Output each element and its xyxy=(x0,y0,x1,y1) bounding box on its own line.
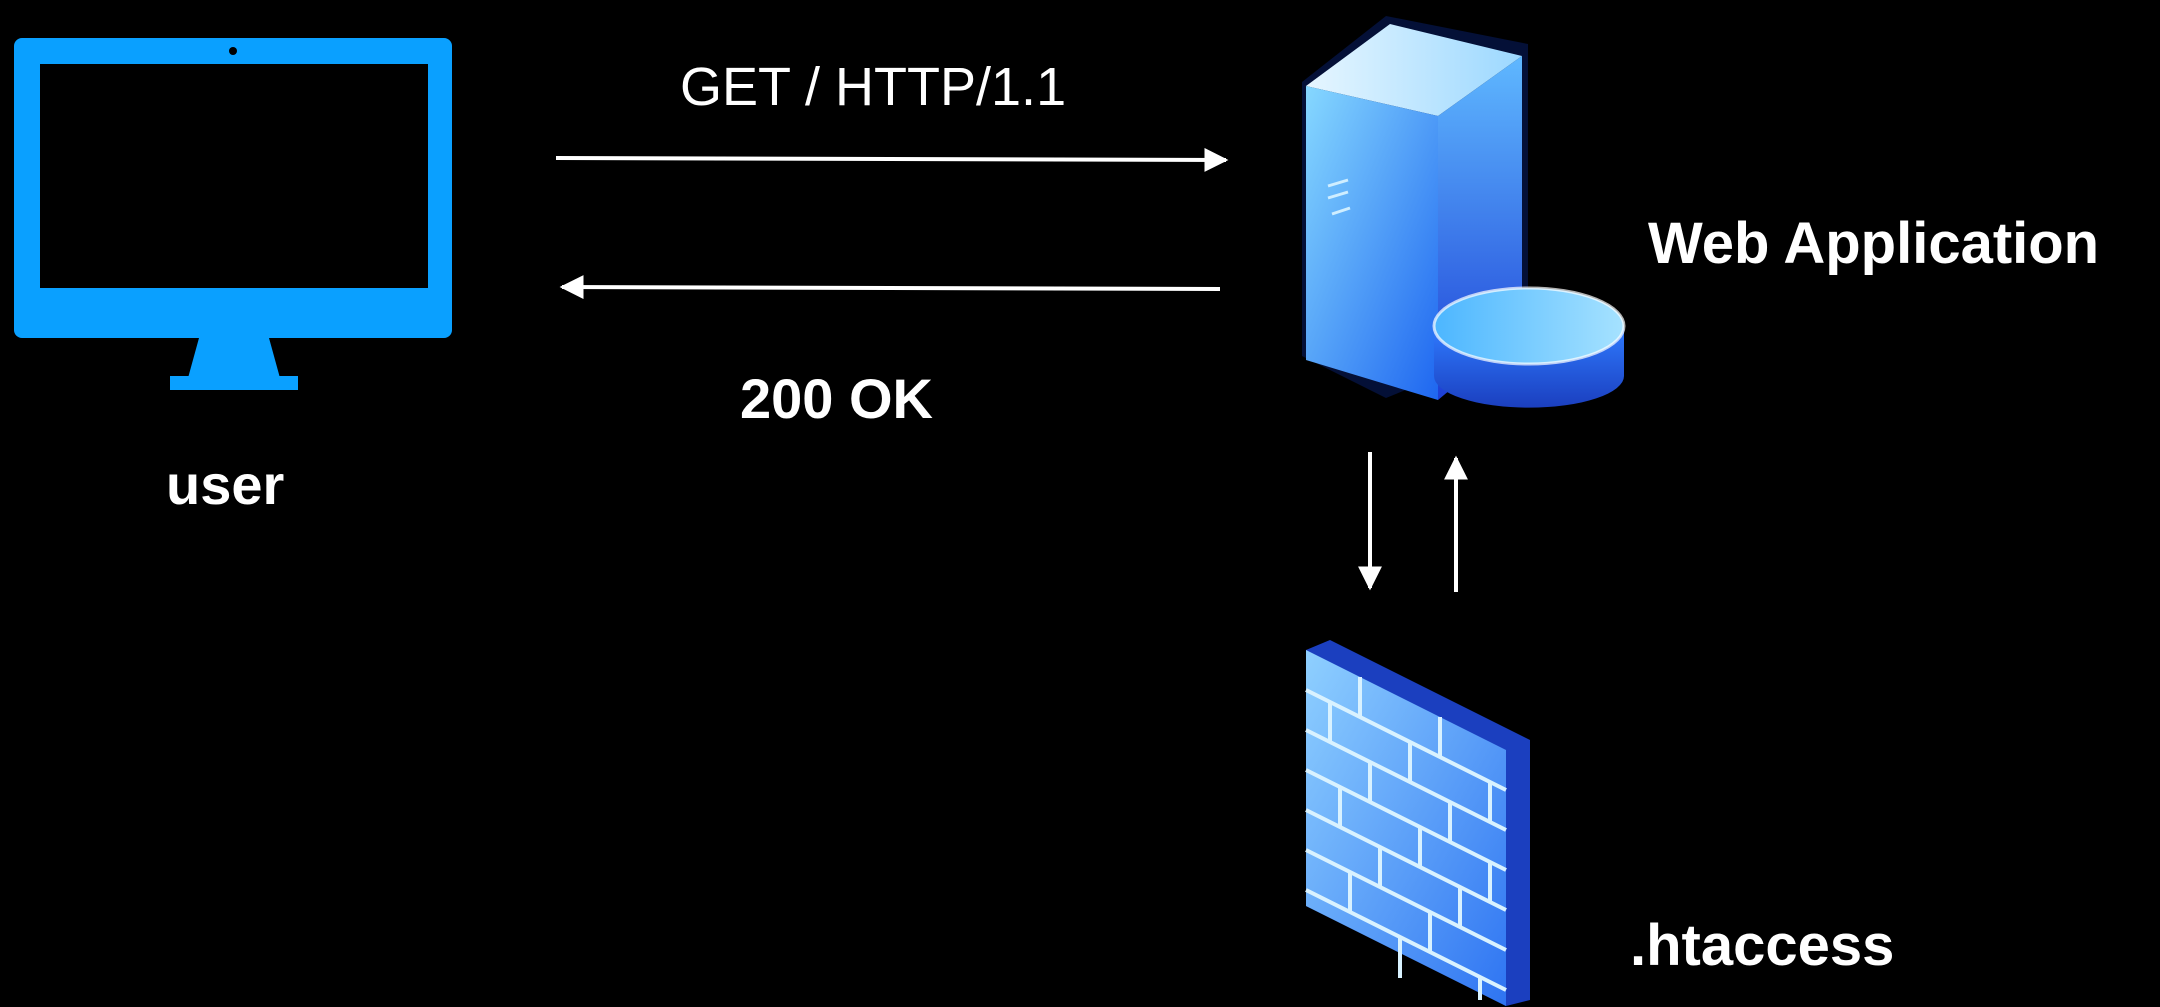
response-arrow xyxy=(559,275,1221,300)
htaccess-label: .htaccess xyxy=(1630,913,1895,978)
request-arrow xyxy=(555,147,1229,172)
response-label: 200 OK xyxy=(740,367,933,430)
monitor-icon xyxy=(14,38,452,390)
request-label: GET / HTTP/1.1 xyxy=(680,57,1067,117)
user-label: user xyxy=(166,453,285,516)
firewall-icon xyxy=(1305,640,1530,1006)
web-application-label: Web Application xyxy=(1648,211,2100,276)
server-database-icon xyxy=(1302,16,1626,408)
